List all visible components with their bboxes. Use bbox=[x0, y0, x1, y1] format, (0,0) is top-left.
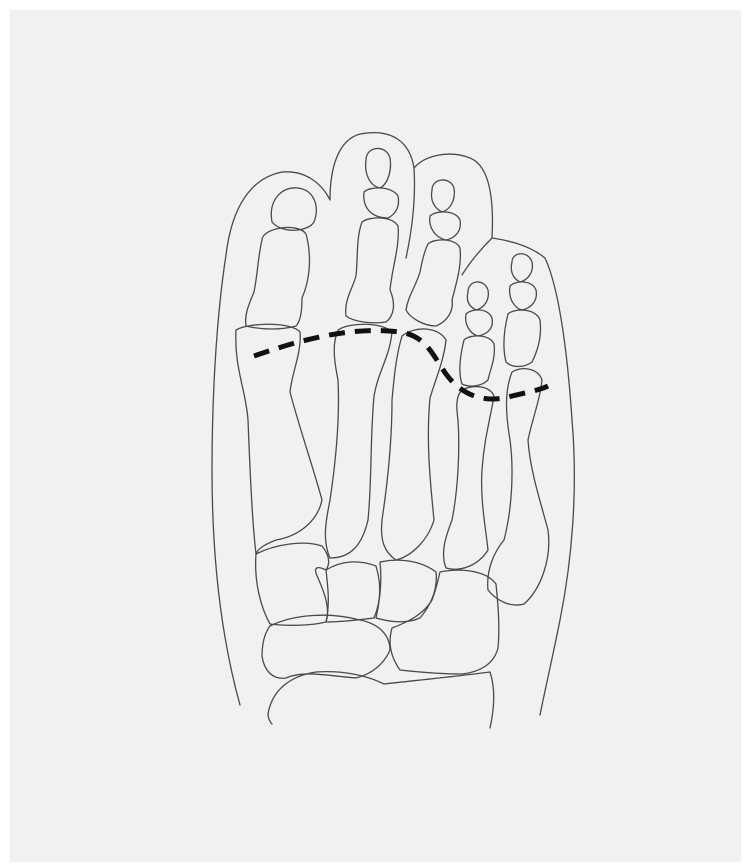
talus-lower-edge bbox=[268, 714, 272, 724]
fifth-middle-phalanx bbox=[510, 282, 537, 310]
intermediate-cuneiform bbox=[326, 562, 380, 622]
fifth-proximal-phalanx bbox=[504, 310, 541, 366]
lateral-cuneiform bbox=[376, 560, 436, 622]
first-metatarsal bbox=[236, 324, 322, 554]
medial-cuneiform bbox=[256, 543, 329, 625]
third-distal-phalanx bbox=[431, 180, 454, 212]
calcaneus-front bbox=[384, 672, 494, 728]
cuboid bbox=[390, 570, 499, 674]
fifth-distal-phalanx bbox=[511, 254, 532, 282]
fourth-metatarsal bbox=[444, 387, 494, 570]
fourth-distal-phalanx bbox=[467, 282, 488, 310]
third-metatarsal bbox=[382, 329, 446, 560]
hallux-proximal-phalanx bbox=[246, 227, 310, 329]
second-toe-cleft bbox=[406, 168, 415, 258]
third-proximal-phalanx bbox=[406, 240, 460, 326]
second-middle-phalanx bbox=[364, 188, 399, 218]
fifth-metatarsal bbox=[488, 369, 549, 605]
hallux-distal-phalanx bbox=[271, 188, 316, 230]
second-distal-phalanx bbox=[366, 148, 391, 188]
third-toe-cleft bbox=[462, 238, 492, 275]
third-middle-phalanx bbox=[430, 212, 461, 240]
fourth-proximal-phalanx bbox=[460, 336, 495, 386]
fourth-middle-phalanx bbox=[466, 310, 493, 336]
second-proximal-phalanx bbox=[346, 218, 399, 323]
